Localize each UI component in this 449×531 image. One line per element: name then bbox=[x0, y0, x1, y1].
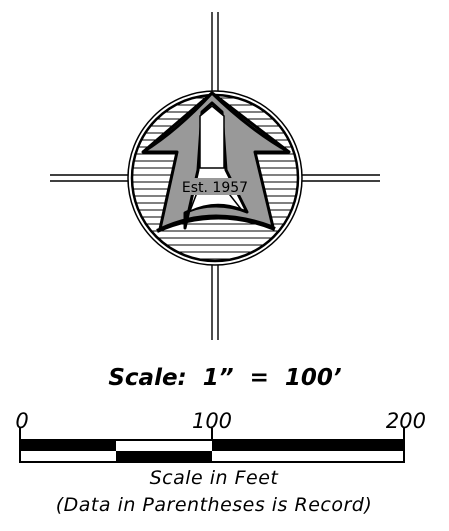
scale-segment-upper-1 bbox=[116, 440, 212, 451]
scale-tick-label-200: 200 bbox=[386, 409, 426, 433]
scale-segment-lower-0 bbox=[20, 451, 116, 462]
seal-text-band: Est. 1957 bbox=[177, 178, 253, 196]
seal-text: Est. 1957 bbox=[182, 180, 248, 196]
record-note: (Data in Parentheses is Record) bbox=[56, 494, 373, 516]
scale-segment-lower-1 bbox=[116, 451, 212, 462]
scale-bar: 0 100 200 bbox=[15, 409, 426, 463]
north-arrow-symbol: Est. 1957 bbox=[50, 12, 380, 340]
scale-segment-upper-0 bbox=[20, 440, 116, 451]
scale-caption: Scale in Feet bbox=[150, 467, 280, 489]
scale-tick-label-0: 0 bbox=[15, 409, 28, 433]
scale-segment-upper-2 bbox=[212, 440, 404, 451]
scale-tick-label-100: 100 bbox=[192, 409, 232, 433]
crosshair-lines bbox=[50, 12, 380, 340]
scale-title: Scale: 1” = 100’ bbox=[108, 365, 342, 391]
scale-segment-lower-2 bbox=[212, 451, 404, 462]
